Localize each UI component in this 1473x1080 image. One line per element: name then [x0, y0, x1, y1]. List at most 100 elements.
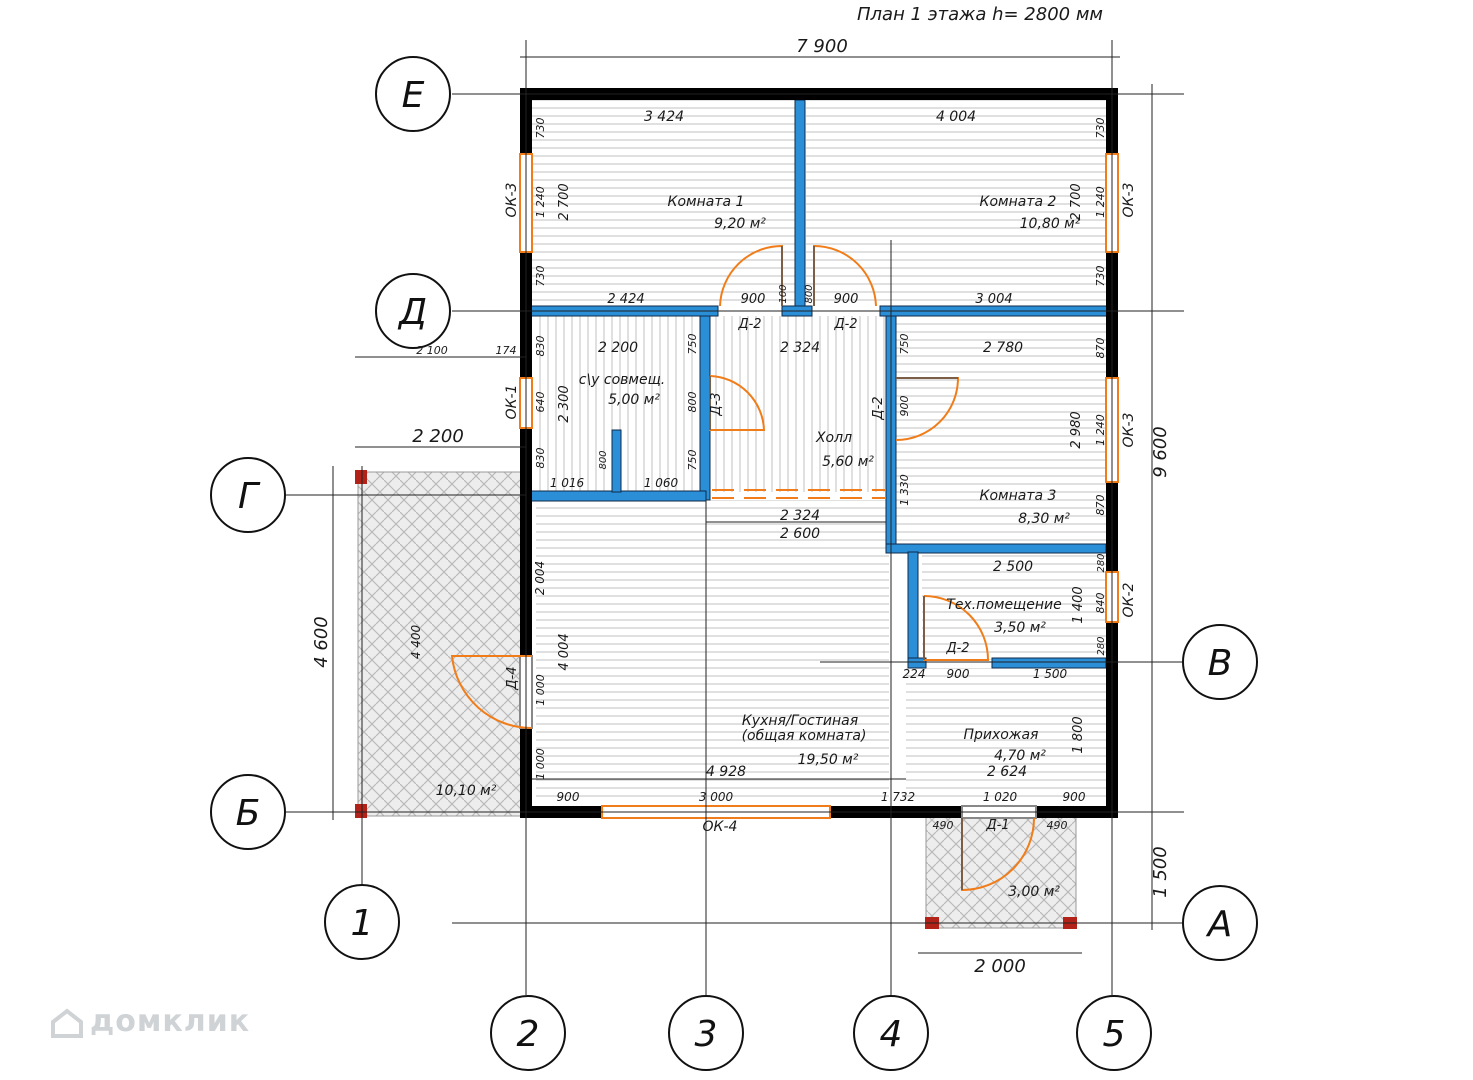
house-logo-icon [51, 1007, 83, 1038]
room-2-name: Комната 2 [980, 194, 1057, 210]
room-kitchen-name2: (общая комната) [742, 728, 867, 744]
axis-label-1: 1 [351, 903, 374, 944]
dim-2324-hall: 2 324 [780, 340, 820, 356]
dim-2424: 2 424 [607, 292, 644, 307]
dim-2500: 2 500 [993, 559, 1033, 575]
dim-174: 174 [496, 344, 517, 357]
dim-1732: 1 732 [881, 790, 915, 804]
axis-marker-B [210, 774, 286, 850]
axis-label-E: Е [402, 75, 425, 116]
dim-730-r1: 730 [1094, 118, 1107, 139]
dim-2700-r1: 2 700 [557, 183, 572, 220]
dim-1020: 1 020 [983, 790, 1018, 804]
dim-800-door: 800 [804, 284, 815, 303]
dim-224: 224 [903, 667, 926, 681]
room-hall-name: Холл [815, 430, 852, 446]
room-kitchen-name: Кухня/Гостиная [742, 713, 858, 729]
axis-marker-V [1182, 624, 1258, 700]
dim-room2-width: 4 004 [936, 109, 976, 125]
label-ok3-right-top: ОК-3 [1121, 183, 1137, 218]
dim-1240-r3: 1 240 [1094, 414, 1107, 446]
axis-marker-5 [1076, 995, 1152, 1071]
porch-area: 3,00 м² [1008, 884, 1060, 900]
dim-overall-width: 7 900 [796, 36, 848, 57]
dim-4004: 4 004 [557, 633, 572, 670]
label-d2-room3: Д-2 [871, 396, 886, 420]
dim-2600: 2 600 [780, 526, 820, 542]
room-entry-area: 4,70 м² [994, 748, 1046, 764]
terrace-left [355, 470, 523, 818]
dim-900-a: 900 [741, 292, 766, 307]
room-wc-area: 5,00 м² [608, 392, 660, 408]
label-d2-room1: Д-2 [737, 317, 761, 332]
room-3-name: Комната 3 [980, 488, 1057, 504]
dim-2000: 2 000 [974, 956, 1026, 977]
room-tech-name: Тех.помещение [946, 597, 1061, 613]
axis-label-G: Г [238, 476, 261, 517]
dim-1060: 1 060 [644, 476, 679, 490]
dim-490-left: 490 [933, 819, 954, 832]
dim-4400: 4 400 [409, 624, 423, 659]
dim-1240-l: 1 240 [534, 186, 547, 218]
label-d2-tech: Д-2 [945, 641, 969, 656]
dim-730-l1: 730 [534, 118, 547, 139]
room-1-name: Комната 1 [668, 194, 745, 210]
dim-870-a: 870 [1094, 338, 1107, 359]
door-swings [450, 244, 1035, 892]
dim-280-b: 280 [1096, 636, 1107, 655]
dim-2200-terrace: 2 200 [412, 426, 464, 447]
room-labels: Комната 1 9,20 м² Комната 2 10,80 м² с\у… [436, 194, 1081, 900]
dim-1000-door: 1 000 [534, 674, 547, 706]
dim-750-a: 750 [686, 334, 699, 355]
label-ok2: ОК-2 [1121, 582, 1137, 617]
dim-490-right: 490 [1047, 819, 1068, 832]
dim-2780: 2 780 [983, 340, 1023, 356]
axis-label-5: 5 [1103, 1014, 1126, 1055]
axis-marker-E [375, 56, 451, 132]
dim-2324-lower: 2 324 [780, 508, 820, 524]
room-wc-name: с\у совмещ. [579, 372, 665, 388]
dimension-lines [355, 56, 1120, 954]
dim-280-a: 280 [1096, 553, 1107, 572]
axis-label-D: Д [397, 292, 427, 333]
dim-1330: 1 330 [898, 474, 911, 506]
dim-900-r3: 900 [898, 396, 911, 417]
axis-label-B: Б [236, 793, 261, 834]
dim-640: 640 [534, 392, 547, 413]
dim-750-c: 750 [898, 334, 911, 355]
label-d4: Д-4 [505, 666, 520, 690]
dim-2004: 2 004 [533, 561, 547, 595]
dim-4928: 4 928 [706, 764, 746, 780]
hall-opening [712, 489, 886, 499]
room-entry-name: Прихожая [964, 727, 1039, 743]
dim-2700-r2: 2 700 [1069, 183, 1084, 220]
terrace-post [355, 470, 367, 484]
dim-830-b: 830 [534, 448, 547, 469]
label-d2-room2: Д-2 [833, 317, 857, 332]
dim-100: 100 [778, 284, 789, 303]
dimension-texts: 7 900 3 424 4 004 2 424 900 900 3 004 2 … [311, 36, 1171, 977]
room-2-area: 10,80 м² [1020, 216, 1081, 232]
axis-label-3: 3 [695, 1014, 718, 1055]
axis-label-4: 4 [880, 1014, 903, 1055]
dim-1800: 1 800 [1071, 716, 1086, 753]
dim-840: 840 [1094, 593, 1107, 614]
porch [925, 815, 1077, 929]
dim-4600: 4 600 [311, 616, 332, 668]
dim-3004: 3 004 [975, 292, 1012, 307]
terrace-post [355, 804, 367, 818]
axis-marker-G [210, 457, 286, 533]
axis-lines [286, 40, 1184, 995]
room-tech-area: 3,50 м² [994, 620, 1046, 636]
dim-overall-height: 9 600 [1150, 426, 1171, 478]
room-kitchen-area: 19,50 м² [798, 752, 859, 768]
room-1-area: 9,20 м² [714, 216, 766, 232]
axis-label-2: 2 [517, 1014, 540, 1055]
opening-labels: ОК-3 ОК-1 ОК-3 ОК-3 ОК-2 ОК-4 Д-2 Д-2 Д-… [504, 183, 1137, 835]
dim-1016: 1 016 [550, 476, 585, 490]
dim-1240-r: 1 240 [1094, 186, 1107, 218]
dim-750-b: 750 [686, 450, 699, 471]
dim-900-bl: 900 [557, 790, 580, 804]
door-leaves [709, 246, 963, 890]
dim-800-wc: 800 [598, 450, 609, 469]
